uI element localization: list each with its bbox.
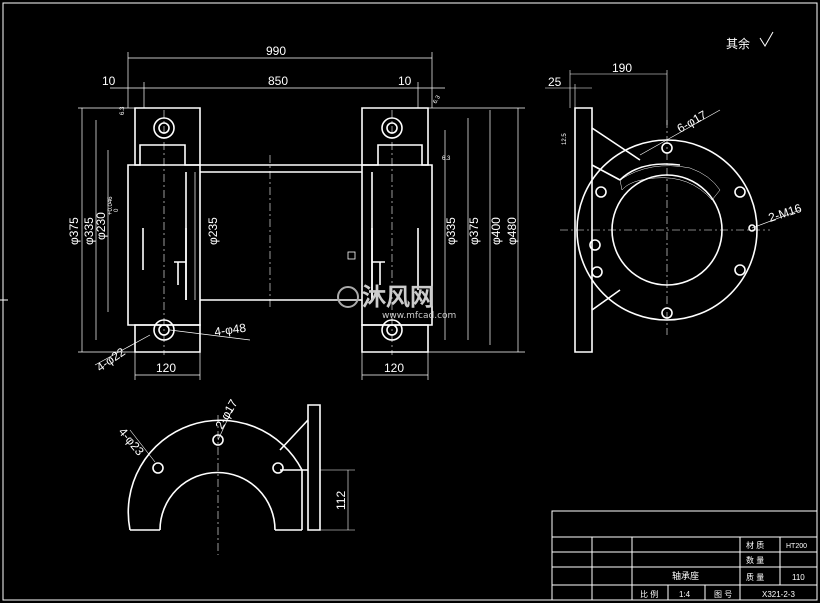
dim-phi235: φ235	[206, 217, 220, 245]
roughness-symbol-icon	[759, 31, 774, 47]
tb-weight-value: 110	[792, 573, 805, 582]
title-block	[551, 510, 818, 601]
dim-850: 850	[268, 74, 288, 88]
dim-phi375-right: φ375	[467, 217, 481, 245]
dim-2-phi17: 2-φ17	[212, 397, 240, 432]
dim-phi375-left: φ375	[67, 217, 81, 245]
dim-phi400: φ400	[489, 217, 503, 245]
tb-material-label: 材 质	[746, 540, 764, 550]
tb-scale-label: 比 例	[640, 589, 658, 599]
dim-120-left: 120	[156, 361, 176, 375]
side-view	[574, 107, 758, 353]
dim-4-phi22: 4-φ22	[94, 345, 128, 375]
tol-plus: +0.046	[108, 196, 114, 215]
tb-material-value: HT200	[786, 543, 807, 550]
tol-zero: 0	[114, 208, 120, 212]
remark-text: 其余	[726, 36, 750, 51]
roughness-r4: 12.5	[562, 133, 568, 145]
title-block-text: 材 质 HT200 数 量 质 量 110 轴承座 比 例 1:4 图 号 X3…	[640, 540, 807, 599]
side-section-hatch	[619, 165, 721, 201]
dim-4-phi23: 4-φ23	[116, 425, 147, 459]
watermark-logo-icon	[337, 286, 359, 308]
tb-drawing-no-label: 图 号	[714, 590, 732, 599]
tb-qty-label: 数 量	[746, 555, 764, 565]
dim-6-phi17: 6-φ17	[675, 107, 710, 135]
dim-phi335-left: φ335	[82, 217, 96, 245]
tb-drawing-no-value: X321-2-3	[762, 590, 795, 599]
dim-190: 190	[612, 61, 632, 75]
front-dimension-lines	[78, 52, 525, 380]
roughness-r3: 6.3	[442, 156, 451, 162]
dim-phi335-right: φ335	[444, 217, 458, 245]
dim-4-phi48: 4-φ48	[213, 321, 247, 339]
dim-112: 112	[334, 491, 348, 510]
dim-25: 25	[548, 75, 562, 89]
tb-part-name: 轴承座	[672, 570, 699, 581]
dim-phi230: φ230	[94, 212, 108, 240]
watermark-url: www.mfcad.com	[382, 311, 456, 321]
dim-10-left: 10	[102, 74, 116, 88]
dim-2-m16: 2-M16	[767, 201, 804, 225]
tb-weight-label: 质 量	[746, 572, 764, 582]
dim-10-right: 10	[398, 74, 412, 88]
watermark: 沐风网 www.mfcad.com	[337, 283, 456, 321]
watermark-main: 沐风网	[362, 283, 434, 311]
dim-phi480: φ480	[505, 217, 519, 245]
tb-scale-value: 1:4	[679, 590, 691, 599]
dim-120-right: 120	[384, 361, 404, 375]
roughness-r1: 6.3	[120, 106, 126, 115]
dim-990: 990	[266, 44, 286, 58]
roughness-r2: 6.3	[433, 94, 443, 105]
